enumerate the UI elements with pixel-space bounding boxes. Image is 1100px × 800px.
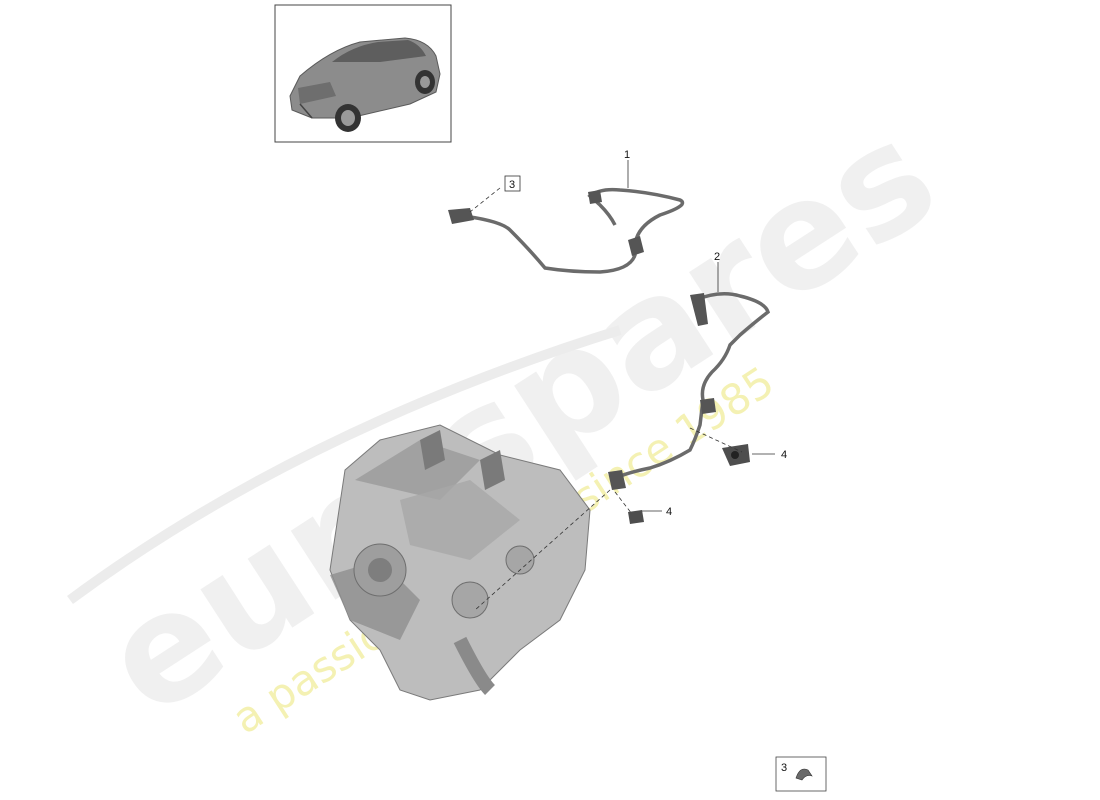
callouts: 1 2 3 4 4	[504, 149, 787, 518]
engine-illustration	[329, 424, 591, 701]
callout-3: 3	[509, 179, 515, 191]
dash-engine	[474, 489, 611, 611]
callout-4b: 4	[666, 506, 672, 518]
leader-3	[469, 187, 501, 213]
callout-3-box	[504, 175, 521, 192]
leader-lines	[469, 160, 775, 611]
dash-4a	[689, 427, 743, 453]
fitting-4-upper	[722, 444, 750, 466]
dash-4b	[614, 491, 633, 515]
watermark-swoosh	[67, 325, 622, 605]
callout-2: 2	[714, 251, 720, 263]
suv-illustration	[289, 37, 441, 132]
callout-1: 1	[624, 149, 630, 161]
vehicle-thumbnail	[274, 4, 452, 143]
legend-number: 3	[781, 762, 787, 774]
callout-4a: 4	[781, 449, 787, 461]
clip-icon	[795, 768, 813, 781]
part-2-hose	[608, 292, 771, 490]
part-1-hose	[448, 187, 685, 274]
fitting-4-lower	[628, 510, 644, 524]
legend-part-3: 3	[775, 756, 827, 792]
